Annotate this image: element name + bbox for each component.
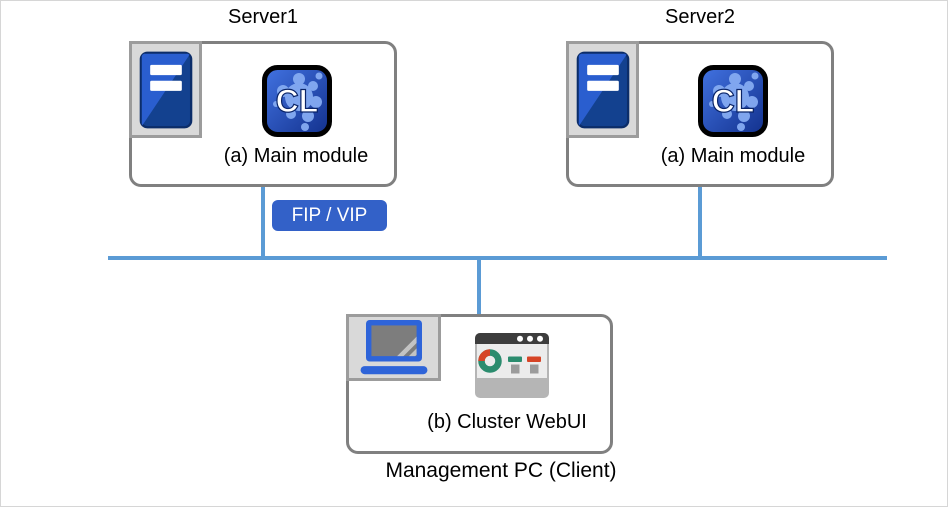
- cluster-app-icon: CL: [261, 64, 333, 138]
- server1-icon-square: [129, 41, 202, 138]
- server1-connector-line: [261, 186, 265, 258]
- server-tower-icon: [576, 50, 630, 130]
- laptop-icon: [353, 319, 435, 376]
- server2-icon-square: [566, 41, 639, 138]
- server2-title: Server2: [664, 6, 736, 28]
- network-backbone-line: [108, 256, 887, 260]
- server1-title: Server1: [227, 6, 299, 28]
- server2-connector-line: [698, 184, 702, 258]
- cluster-webui-label: (b) Cluster WebUI: [427, 411, 587, 433]
- management-pc-icon-square: [346, 314, 441, 381]
- cluster-app-icon: CL: [697, 64, 769, 138]
- server2-module-label: (a) Main module: [660, 145, 806, 167]
- fip-vip-badge: FIP / VIP: [272, 200, 387, 231]
- server1-module-label: (a) Main module: [223, 145, 369, 167]
- server-tower-icon: [139, 50, 193, 130]
- cluster-app-icon-text: CL: [276, 83, 319, 119]
- cluster-app-icon-text: CL: [712, 83, 755, 119]
- client-connector-line: [477, 260, 481, 314]
- webui-browser-icon: [475, 333, 549, 398]
- management-pc-caption: Management PC (Client): [385, 459, 617, 482]
